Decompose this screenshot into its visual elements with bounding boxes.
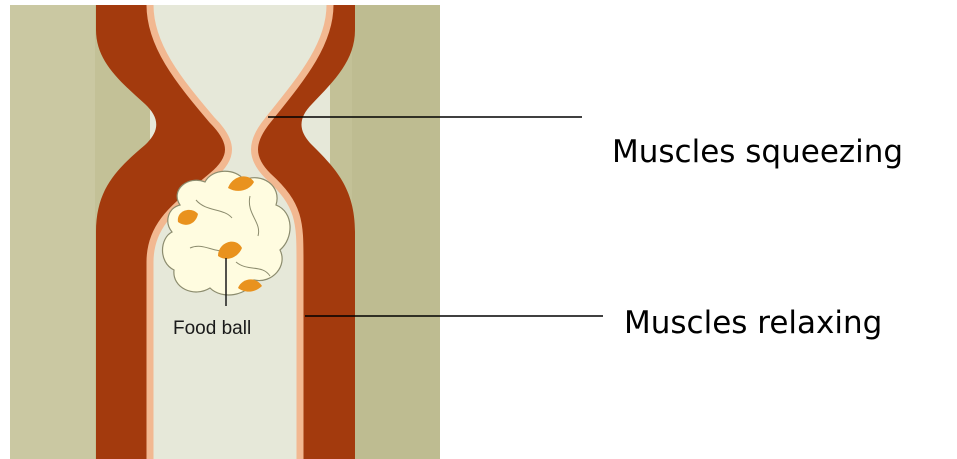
- background-left-shade: [10, 5, 95, 459]
- food-ball-label: Food ball: [173, 318, 251, 339]
- muscles-squeezing-label: Muscles squeezing: [612, 137, 903, 168]
- background-right-shade: [352, 5, 440, 459]
- muscles-relaxing-label: Muscles relaxing: [624, 308, 882, 339]
